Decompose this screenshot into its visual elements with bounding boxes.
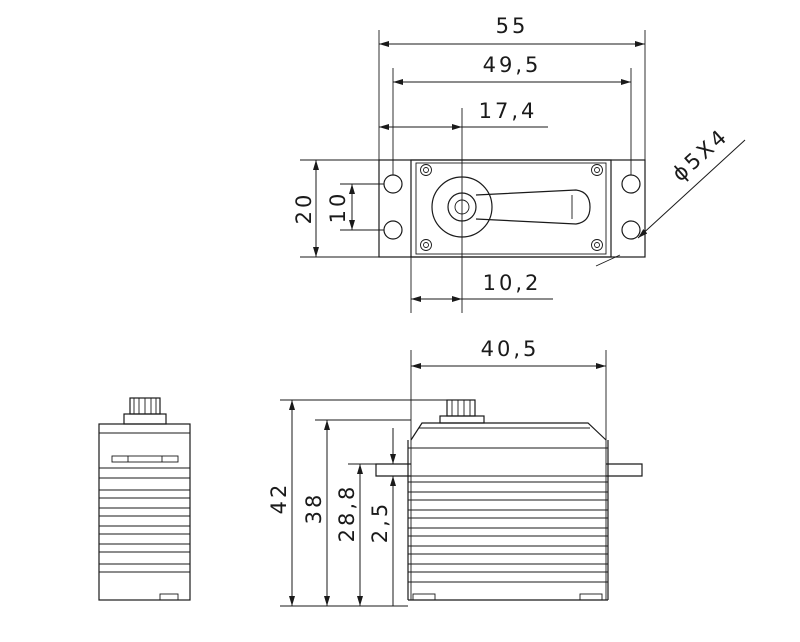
right-flange xyxy=(606,463,643,477)
top-flange-outline xyxy=(378,159,646,258)
dim-28-8: 28,8 xyxy=(335,463,376,606)
dim-38: 38 xyxy=(302,419,411,606)
dim-40-5-label: 40,5 xyxy=(481,337,540,361)
dim-40-5: 40,5 xyxy=(410,337,607,440)
dim-20: 20 xyxy=(292,159,379,258)
dim-28-8-label: 28,8 xyxy=(335,484,359,543)
dim-17-4: 17,4 xyxy=(379,99,548,130)
mount-hole-bottom-right xyxy=(621,220,641,240)
side-view xyxy=(375,399,643,601)
top-view xyxy=(378,108,646,313)
dim-55-label: 55 xyxy=(496,14,529,38)
mount-hole-bottom-left xyxy=(383,220,403,240)
dim-42-label: 42 xyxy=(267,482,291,515)
dim-2-5: 2,5 xyxy=(368,428,396,606)
dim-55: 55 xyxy=(378,14,646,160)
dim-49-5: 49,5 xyxy=(392,53,632,175)
top-body-outline xyxy=(410,159,612,258)
left-flange xyxy=(375,463,411,477)
end-body xyxy=(98,423,191,601)
dim-10-2-label: 10,2 xyxy=(483,271,542,295)
dim-38-label: 38 xyxy=(302,492,326,525)
dim-hole-label: ϕ5X4 xyxy=(667,123,733,186)
corner-screws xyxy=(420,164,603,251)
dim-10: 10 xyxy=(326,183,384,231)
top-body-inner xyxy=(415,162,607,255)
dim-42: 42 xyxy=(267,399,447,607)
dim-49-5-label: 49,5 xyxy=(483,53,542,77)
dim-17-4-label: 17,4 xyxy=(479,99,538,123)
dim-2-5-label: 2,5 xyxy=(368,501,392,543)
mount-hole-top-left xyxy=(383,174,403,194)
dim-20-label: 20 xyxy=(292,192,316,225)
dim-10-label: 10 xyxy=(326,191,350,224)
end-view xyxy=(98,397,191,601)
dim-hole-diameter: ϕ5X4 xyxy=(595,123,746,267)
mount-hole-top-right xyxy=(621,174,641,194)
servo-horn xyxy=(431,176,591,238)
dim-10-2: 10,2 xyxy=(410,257,553,313)
